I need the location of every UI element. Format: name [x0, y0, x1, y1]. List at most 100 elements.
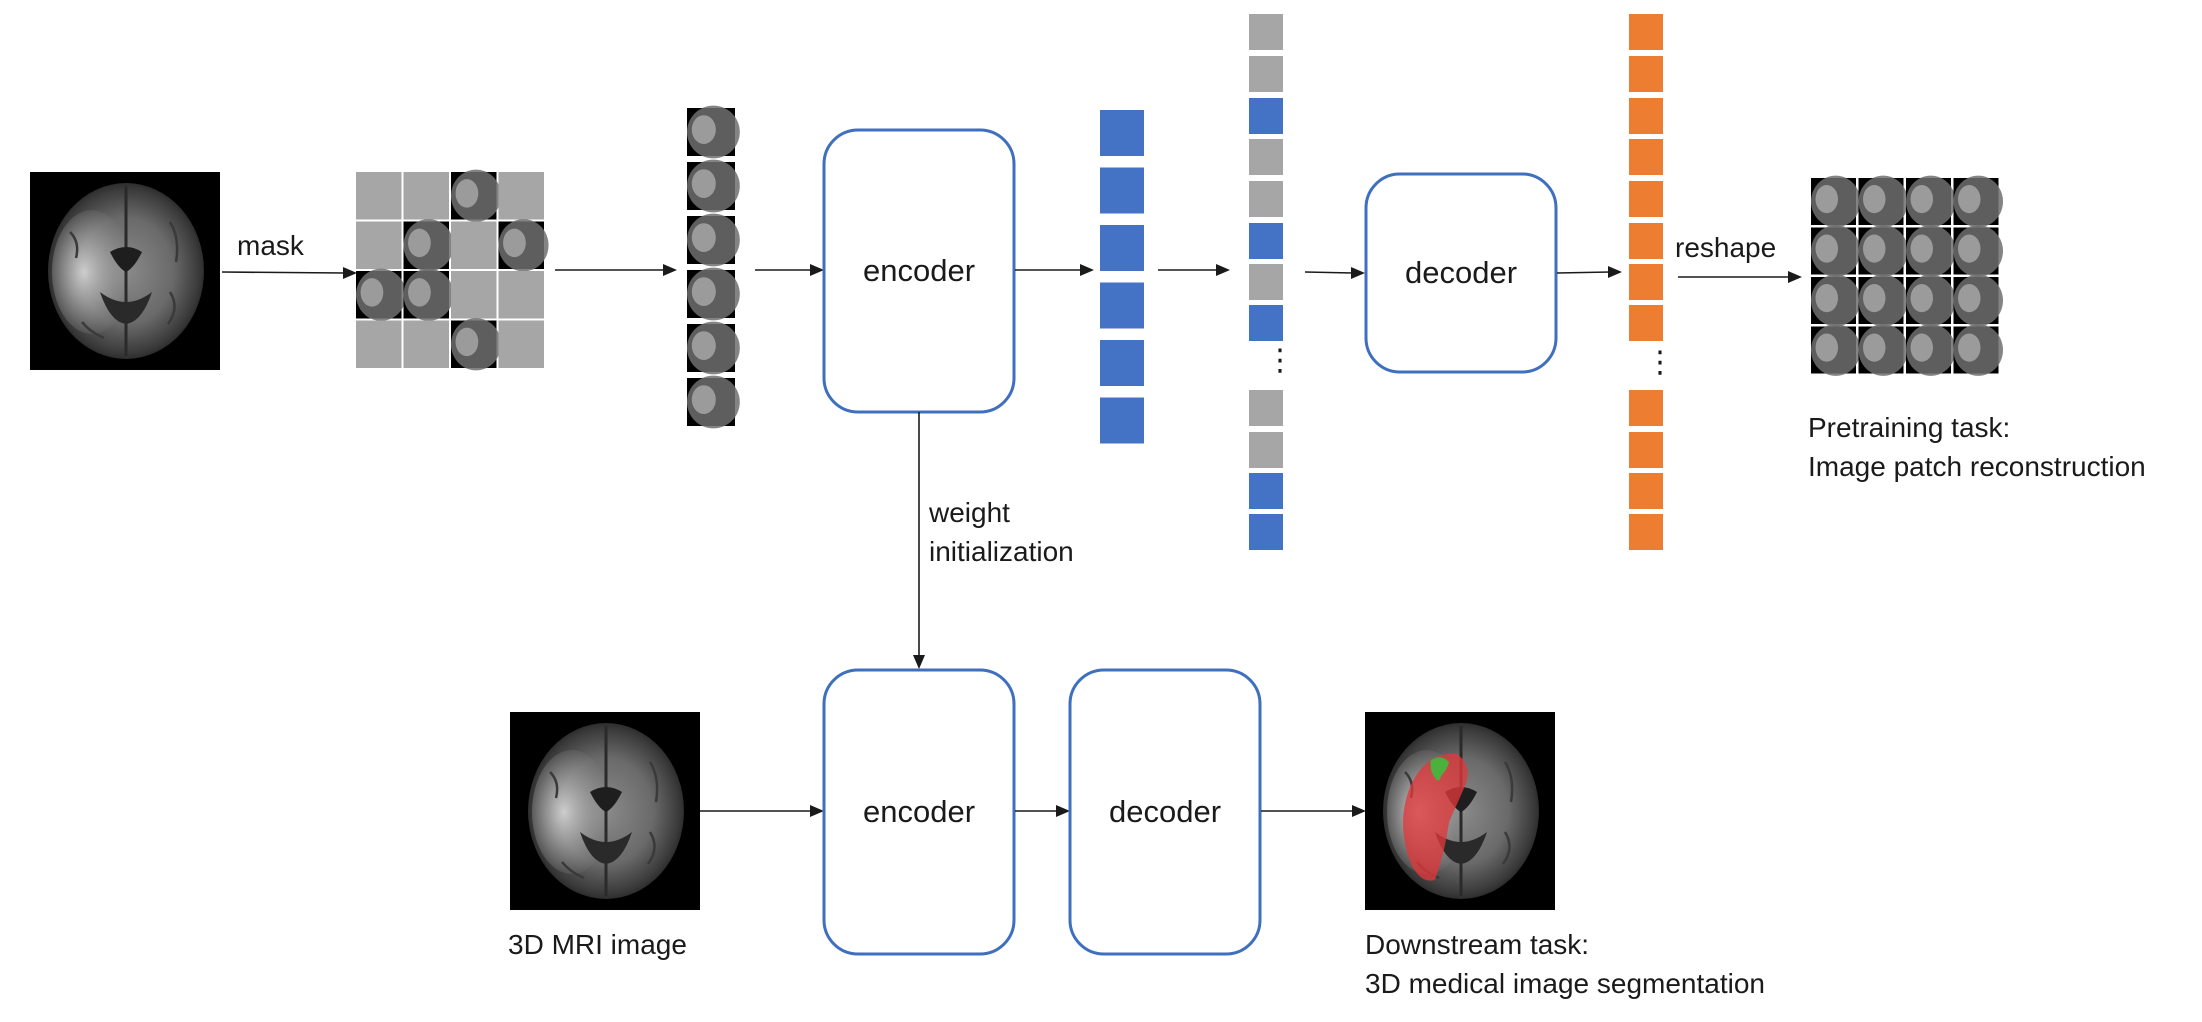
mask-token — [1249, 56, 1283, 92]
visible-patch-column — [687, 105, 740, 429]
segmentation-red-region — [1403, 753, 1468, 881]
decoder-top: decoder — [1364, 172, 1558, 374]
masked-patch — [403, 320, 449, 368]
decoded-token — [1629, 264, 1663, 300]
reconstructed-patch — [1906, 225, 1956, 277]
decoder-to-segmentation-arrow — [1261, 805, 1366, 817]
reconstructed-patch — [1953, 175, 2003, 228]
reconstructed-patch — [1906, 324, 1956, 376]
reconstructed-patch-grid — [1811, 175, 2003, 376]
pretraining-task-title: Pretraining task: — [1808, 412, 2010, 443]
encoded-token — [1249, 514, 1283, 550]
full-column-ellipsis: ⋮ — [1265, 344, 1295, 377]
tokens-to-full-arrow — [1158, 264, 1230, 276]
reshape-arrow — [1678, 271, 1802, 283]
mask-token — [1249, 181, 1283, 217]
downstream-task-title: Downstream task: — [1365, 929, 1589, 960]
visible-patch — [451, 318, 502, 371]
encoded-token — [1249, 223, 1283, 259]
decoded-token-column — [1629, 14, 1663, 550]
visible-patch — [403, 219, 454, 272]
masked-patch — [356, 320, 402, 368]
mask-token — [1249, 390, 1283, 426]
encoded-token — [1249, 473, 1283, 509]
downstream-task-description: 3D medical image segmentation — [1365, 968, 1765, 999]
decoder-top-label: decoder — [1405, 255, 1517, 290]
decoder-bottom-label: decoder — [1109, 794, 1221, 829]
encoded-token — [1100, 110, 1144, 156]
encoded-token — [1100, 282, 1144, 329]
input-brain-image — [28, 170, 222, 372]
decoder-top-box — [1364, 172, 1558, 374]
decoded-token — [1629, 223, 1663, 259]
orange-column-ellipsis: ⋮ — [1645, 346, 1675, 379]
segmentation-green-region — [1430, 757, 1449, 781]
encoded-token — [1249, 98, 1283, 134]
weight-init-arrow — [913, 412, 925, 669]
masked-patch-grid — [356, 169, 549, 371]
masked-patch — [356, 221, 402, 269]
patch-column-item — [687, 321, 740, 375]
masked-patch — [403, 172, 449, 220]
encoder-to-decoder-arrow — [1015, 805, 1070, 817]
initialization-label: initialization — [929, 536, 1074, 567]
encoded-token — [1100, 225, 1144, 271]
reconstructed-patch — [1858, 324, 1908, 376]
encoded-token-column — [1100, 110, 1144, 444]
encoder-bottom: encoder — [822, 668, 1016, 956]
decoded-token — [1629, 98, 1663, 134]
masked-patch — [356, 172, 402, 220]
pretraining-task-description: Image patch reconstruction — [1808, 451, 2146, 482]
decoded-token — [1629, 432, 1663, 468]
patch-column-item — [687, 159, 740, 213]
patch-column-item — [687, 375, 740, 429]
reconstructed-patch — [1858, 175, 1908, 228]
reconstructed-patch — [1953, 225, 2003, 277]
decoded-token — [1629, 390, 1663, 426]
encoder-top-label: encoder — [863, 253, 975, 288]
mask-token — [1249, 139, 1283, 175]
visible-patch — [403, 268, 454, 321]
masked-patch — [498, 271, 544, 319]
encoded-token — [1100, 340, 1144, 386]
decoder-bottom: decoder — [1068, 668, 1262, 956]
decoded-token — [1629, 139, 1663, 175]
encoder-bottom-box — [822, 668, 1016, 956]
patch-column-item — [687, 213, 740, 267]
decoded-token — [1629, 473, 1663, 509]
weight-label: weight — [928, 497, 1010, 528]
patches-to-encoder-arrow — [755, 264, 824, 276]
grid-to-patches-arrow — [555, 264, 677, 276]
mri-to-encoder-arrow — [700, 805, 824, 817]
reconstructed-patch — [1906, 274, 1956, 327]
reconstructed-patch — [1811, 175, 1861, 228]
patch-column-item — [687, 105, 740, 159]
decoder-to-output-arrow — [1556, 266, 1622, 278]
reconstructed-patch — [1906, 175, 1956, 228]
masked-patch — [451, 271, 497, 319]
reconstructed-patch — [1953, 274, 2003, 327]
reconstructed-patch — [1858, 225, 1908, 277]
reconstructed-patch — [1811, 324, 1861, 376]
reconstructed-patch — [1811, 274, 1861, 327]
encoder-to-tokens-arrow — [1015, 264, 1094, 276]
encoded-token — [1249, 305, 1283, 341]
masked-patch — [498, 320, 544, 368]
mri-input-image — [508, 710, 702, 912]
encoded-token — [1100, 397, 1144, 444]
visible-patch — [356, 268, 407, 321]
encoded-token — [1100, 167, 1144, 214]
reconstructed-patch — [1811, 225, 1861, 277]
mask-arrow — [221, 267, 357, 279]
tokens-to-decoder-arrow — [1304, 267, 1365, 279]
decoded-token — [1629, 514, 1663, 550]
visible-patch — [498, 219, 549, 272]
decoder-bottom-box — [1068, 668, 1262, 956]
mask-label: mask — [237, 230, 305, 261]
mask-token — [1249, 264, 1283, 300]
masked-patch — [451, 221, 497, 269]
decoded-token — [1629, 305, 1663, 341]
decoded-token — [1629, 14, 1663, 50]
